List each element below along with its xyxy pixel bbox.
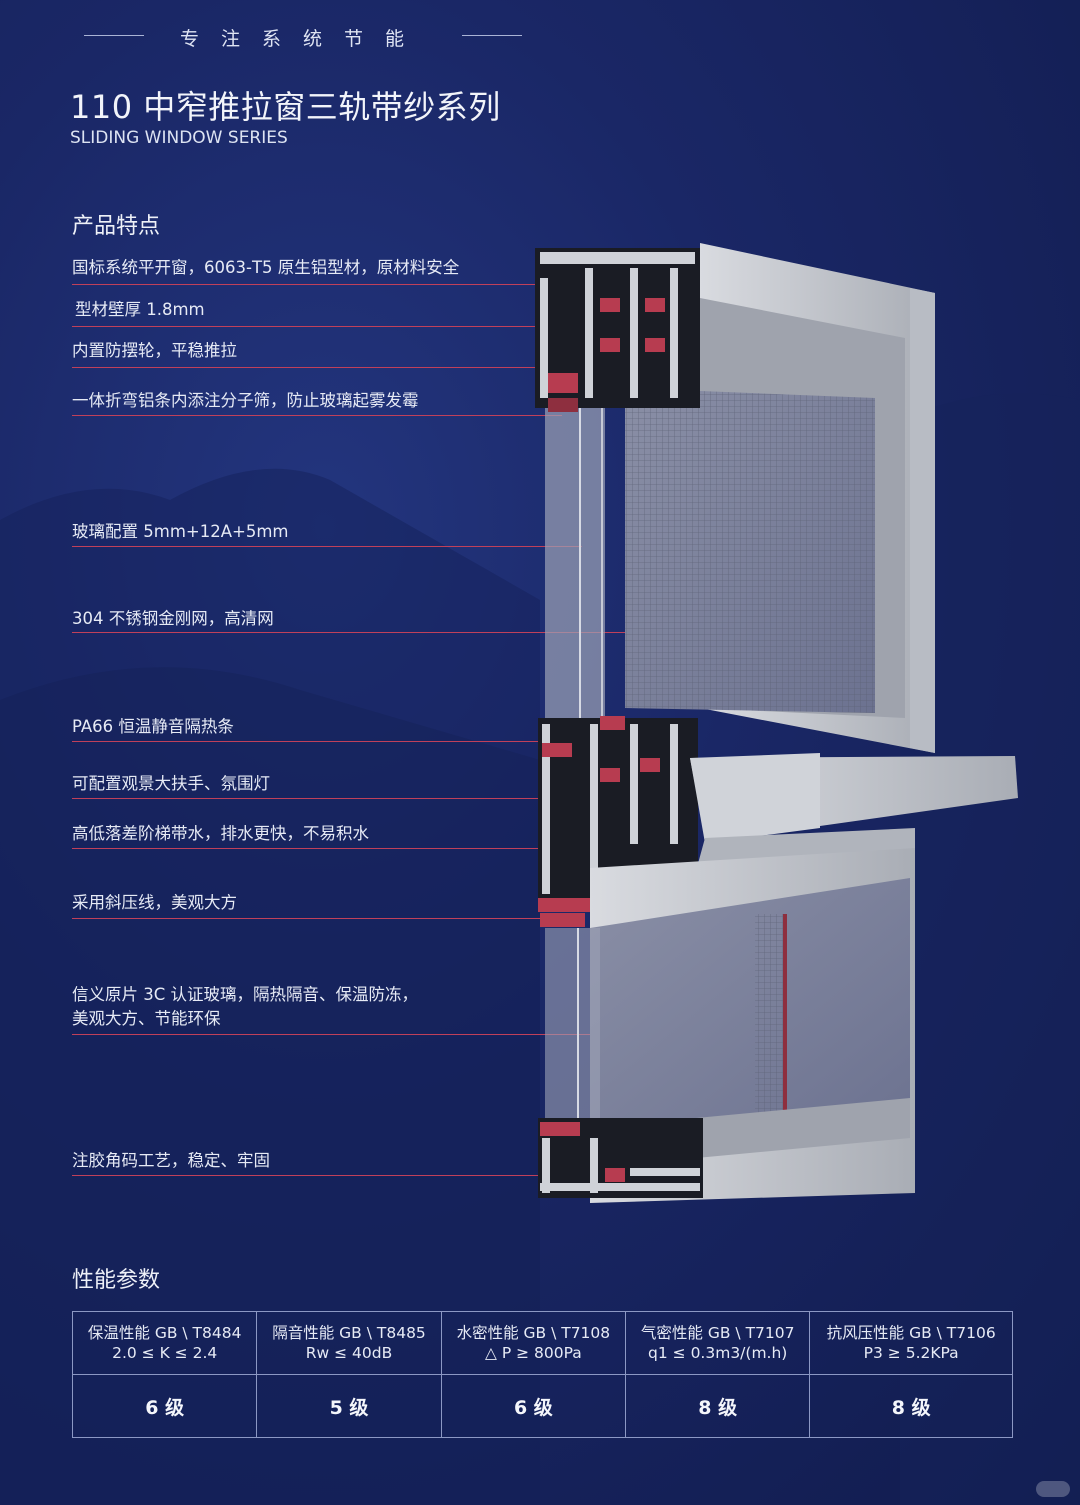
performance-grade: 8 级 — [809, 1374, 1013, 1438]
performance-cell: 气密性能 GB \ T7107 q1 ≤ 0.3m3/(m.h) — [625, 1311, 811, 1375]
feature-item: 采用斜压线，美观大方 — [72, 893, 237, 912]
feature-item: 国标系统平开窗，6063-T5 原生铝型材，原材料安全 — [72, 258, 460, 277]
performance-heading: 性能参数 — [72, 1268, 161, 1293]
feature-item: 注胶角码工艺，稳定、牢固 — [72, 1151, 270, 1170]
leader-line — [72, 326, 542, 327]
leader-line — [72, 848, 552, 849]
performance-grades-row: 6 级 5 级 6 级 8 级 8 级 — [71, 1374, 1013, 1438]
leader-line — [72, 918, 572, 919]
feature-item: 玻璃配置 5mm+12A+5mm — [72, 522, 289, 541]
feature-item: 高低落差阶梯带水，排水更快，不易积水 — [72, 824, 369, 843]
feature-item: 可配置观景大扶手、氛围灯 — [72, 774, 270, 793]
performance-grade: 6 级 — [440, 1374, 627, 1438]
performance-standard: 保温性能 GB \ T8484 — [87, 1324, 242, 1342]
performance-grade: 5 级 — [256, 1374, 442, 1438]
leader-line — [72, 415, 562, 416]
performance-standard: 气密性能 GB \ T7107 — [640, 1324, 795, 1342]
leader-line — [72, 1034, 607, 1035]
performance-cell: 隔音性能 GB \ T8485 Rw ≤ 40dB — [256, 1311, 442, 1375]
performance-standard: 水密性能 GB \ T7108 — [456, 1324, 611, 1342]
performance-spec: 2.0 ≤ K ≤ 2.4 — [112, 1344, 218, 1362]
tagline-right-rule — [462, 35, 522, 36]
tagline-left-rule — [84, 35, 144, 36]
performance-cell: 水密性能 GB \ T7108 △ P ≥ 800Pa — [440, 1311, 627, 1375]
performance-spec: △ P ≥ 800Pa — [484, 1344, 582, 1362]
performance-spec: q1 ≤ 0.3m3/(m.h) — [648, 1344, 788, 1362]
tagline: 专注系统节能 — [180, 28, 427, 50]
header-tagline-group: 专注系统节能 — [0, 12, 600, 50]
performance-standard: 抗风压性能 GB \ T7106 — [826, 1324, 996, 1342]
performance-grade: 8 级 — [625, 1374, 811, 1438]
leader-line — [72, 632, 742, 633]
performance-table: 保温性能 GB \ T8484 2.0 ≤ K ≤ 2.4 隔音性能 GB \ … — [71, 1311, 1013, 1438]
page-subtitle: SLIDING WINDOW SERIES — [70, 128, 288, 148]
feature-item: 信义原片 3C 认证玻璃，隔热隔音、保温防冻， — [72, 985, 419, 1004]
page-title: 110 中窄推拉窗三轨带纱系列 — [70, 88, 501, 126]
features-heading: 产品特点 — [72, 214, 161, 239]
performance-grade: 6 级 — [71, 1374, 258, 1438]
leader-line — [72, 1175, 552, 1176]
feature-item: 304 不锈钢金刚网，高清网 — [72, 609, 274, 628]
leader-line — [72, 284, 542, 285]
leader-line — [72, 546, 582, 547]
leader-line — [72, 798, 772, 799]
feature-item: 美观大方、节能环保 — [72, 1009, 221, 1028]
leader-line — [72, 741, 562, 742]
performance-spec: P3 ≥ 5.2KPa — [863, 1344, 959, 1362]
leader-line — [72, 367, 542, 368]
performance-cell: 保温性能 GB \ T8484 2.0 ≤ K ≤ 2.4 — [71, 1311, 258, 1375]
performance-spec: Rw ≤ 40dB — [305, 1344, 393, 1362]
feature-item: 型材壁厚 1.8mm — [75, 300, 205, 319]
feature-item: 内置防摆轮，平稳推拉 — [72, 341, 237, 360]
window-profile-diagram — [535, 243, 1018, 1203]
performance-cell: 抗风压性能 GB \ T7106 P3 ≥ 5.2KPa — [809, 1311, 1013, 1375]
watermark-badge — [1036, 1481, 1070, 1497]
performance-standards-row: 保温性能 GB \ T8484 2.0 ≤ K ≤ 2.4 隔音性能 GB \ … — [71, 1311, 1013, 1375]
feature-item: PA66 恒温静音隔热条 — [72, 717, 234, 736]
performance-standard: 隔音性能 GB \ T8485 — [272, 1324, 426, 1342]
feature-item: 一体折弯铝条内添注分子筛，防止玻璃起雾发霉 — [72, 391, 419, 410]
